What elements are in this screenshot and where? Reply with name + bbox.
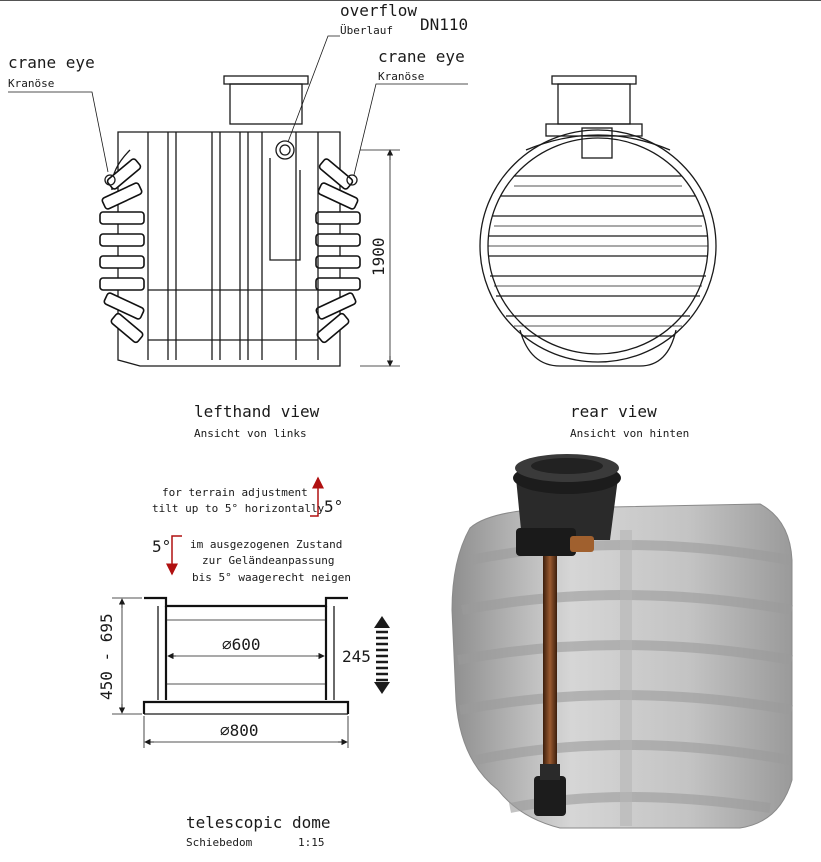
de-note-line2: zur Geländeanpassung <box>202 554 334 567</box>
rear-ribs <box>488 175 708 337</box>
overflow-label: overflow <box>340 1 417 20</box>
dome-title-de: Schiebedom <box>186 836 253 849</box>
scale-label: 1:15 <box>298 836 325 849</box>
rear-view-drawing <box>479 75 717 367</box>
dome-height-range-label: 450 - 695 <box>97 613 116 700</box>
rear-view-title: rear view <box>570 402 657 421</box>
crane-eye-right-leader <box>353 83 468 176</box>
crane-eye-right-label: crane eye <box>378 47 465 66</box>
de-note-line1: im ausgezogenen Zustand <box>190 538 342 551</box>
dn-label: DN110 <box>420 15 468 34</box>
dome-title: telescopic dome <box>186 813 331 832</box>
crane-eye-right-label-de: Kranöse <box>378 70 424 83</box>
terrain-note-line2: tilt up to 5° horizontally <box>152 502 325 515</box>
lefthand-view-title-de: Ansicht von links <box>194 427 307 440</box>
telescopic-dome-drawing <box>142 596 350 715</box>
height-dimension-label: 1900 <box>369 237 388 276</box>
crane-eye-right <box>346 174 358 186</box>
crane-eye-left-leader <box>8 91 109 173</box>
tilt-left-label: 5° <box>152 537 171 556</box>
crane-eye-left-label-de: Kranöse <box>8 77 54 90</box>
overflow-pipe-end <box>275 140 295 160</box>
rear-view-title-de: Ansicht von hinten <box>570 427 689 440</box>
dim-height-dome-line <box>112 597 142 715</box>
de-note-line3: bis 5° waagerecht neigen <box>192 571 351 584</box>
tank-3d-render <box>451 454 793 829</box>
stroke-245-arrow <box>374 616 390 694</box>
dim-245-label: 245 <box>342 647 371 666</box>
height-dimension <box>360 149 400 367</box>
dim-800-label: ⌀800 <box>220 721 259 740</box>
crane-eye-left <box>104 174 116 186</box>
dim-600-label: ⌀600 <box>222 635 261 654</box>
right-ribs <box>315 158 361 344</box>
tilt-right-label: 5° <box>324 497 343 516</box>
left-ribs <box>99 149 145 344</box>
overflow-label-de: Überlauf <box>340 24 393 37</box>
overflow-leader <box>287 35 340 143</box>
lefthand-view-drawing <box>99 75 361 367</box>
tilt-arrows <box>166 476 324 576</box>
dim-800-line <box>143 716 349 748</box>
lefthand-view-title: lefthand view <box>194 402 320 421</box>
crane-eye-left-label: crane eye <box>8 53 95 72</box>
terrain-note-line1: for terrain adjustment <box>162 486 308 499</box>
